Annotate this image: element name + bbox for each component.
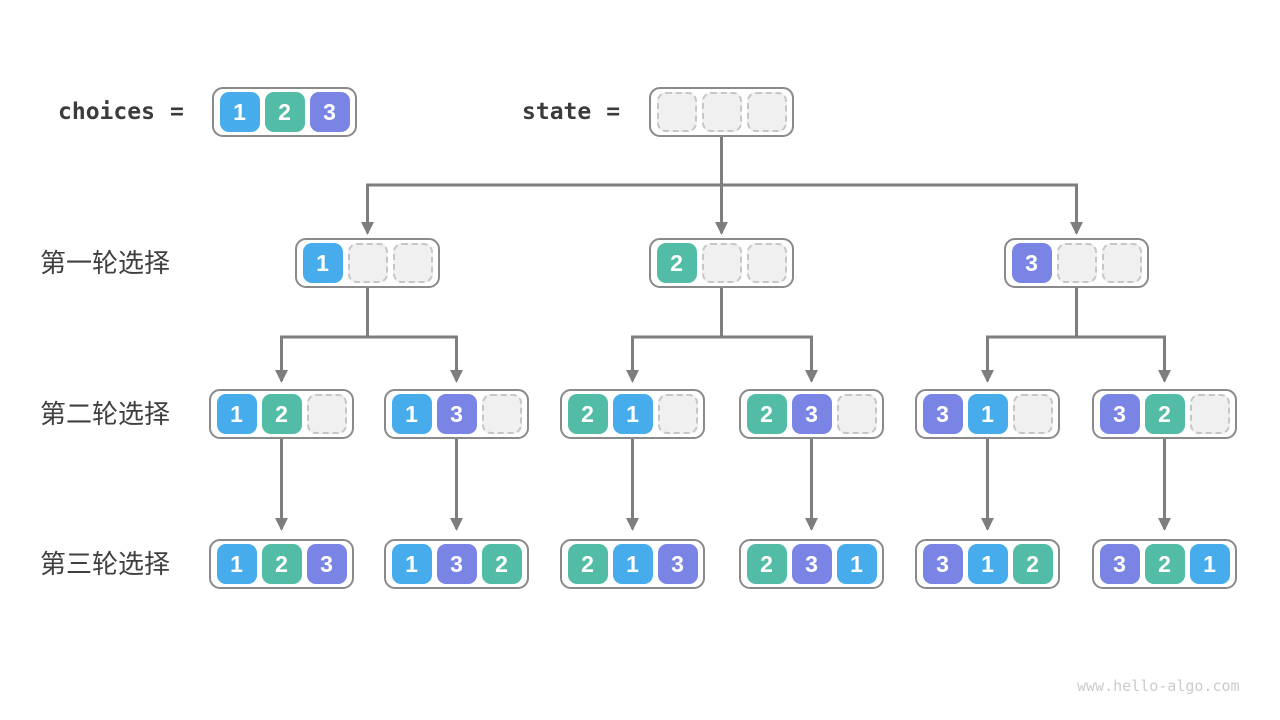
array-cell-2: 2 (261, 544, 302, 584)
array-cell-empty (1056, 243, 1097, 283)
array-cell-empty (392, 243, 433, 283)
array-cell-3: 3 (791, 544, 832, 584)
array-cell-1: 1 (219, 92, 260, 132)
array-cell-1: 1 (967, 544, 1008, 584)
array-cell-2: 2 (656, 243, 697, 283)
array-cell-empty (746, 92, 787, 132)
state-label: state (522, 99, 592, 125)
array-cell-2: 2 (264, 92, 305, 132)
array-cell-1: 1 (612, 394, 653, 434)
row-label-round-1: 第一轮选择 (40, 248, 171, 278)
array-cell-2: 2 (567, 544, 608, 584)
node-l1-3: 3 (1004, 238, 1149, 288)
array-cell-empty (1101, 243, 1142, 283)
array-cell-1: 1 (967, 394, 1008, 434)
array-cell-3: 3 (922, 544, 963, 584)
choices-header: choices = (58, 95, 184, 129)
array-cell-1: 1 (391, 394, 432, 434)
choices-equals: = (169, 99, 184, 125)
array-cell-1: 1 (1189, 544, 1230, 584)
array-cell-3: 3 (922, 394, 963, 434)
array-cell-empty (306, 394, 347, 434)
array-cell-3: 3 (1099, 394, 1140, 434)
array-cell-1: 1 (216, 394, 257, 434)
array-cell-2: 2 (481, 544, 522, 584)
array-cell-2: 2 (1144, 544, 1185, 584)
array-cell-2: 2 (567, 394, 608, 434)
watermark: www.hello-algo.com (1077, 677, 1240, 695)
array-cell-3: 3 (657, 544, 698, 584)
state-array (649, 87, 794, 137)
array-cell-empty (481, 394, 522, 434)
array-cell-3: 3 (306, 544, 347, 584)
array-cell-3: 3 (1011, 243, 1052, 283)
array-cell-3: 3 (791, 394, 832, 434)
array-cell-empty (1012, 394, 1053, 434)
array-cell-empty (701, 243, 742, 283)
array-cell-1: 1 (391, 544, 432, 584)
array-cell-2: 2 (1012, 544, 1053, 584)
array-cell-empty (656, 92, 697, 132)
array-cell-empty (347, 243, 388, 283)
array-cell-1: 1 (836, 544, 877, 584)
array-cell-2: 2 (746, 544, 787, 584)
row-label-round-2: 第二轮选择 (40, 399, 171, 429)
array-cell-3: 3 (309, 92, 350, 132)
array-cell-2: 2 (1144, 394, 1185, 434)
array-cell-1: 1 (612, 544, 653, 584)
array-cell-empty (701, 92, 742, 132)
row-label-round-3: 第三轮选择 (40, 549, 171, 579)
state-header: state = (522, 95, 620, 129)
array-cell-3: 3 (436, 544, 477, 584)
choices-label: choices (58, 99, 155, 125)
array-cell-empty (657, 394, 698, 434)
array-cell-2: 2 (746, 394, 787, 434)
array-cell-1: 1 (302, 243, 343, 283)
array-cell-3: 3 (436, 394, 477, 434)
array-cell-3: 3 (1099, 544, 1140, 584)
array-cell-empty (746, 243, 787, 283)
array-cell-2: 2 (261, 394, 302, 434)
node-l1-1: 1 (295, 238, 440, 288)
array-cell-1: 1 (216, 544, 257, 584)
array-cell-empty (1189, 394, 1230, 434)
state-equals: = (606, 99, 621, 125)
array-cell-empty (836, 394, 877, 434)
node-l1-2: 2 (649, 238, 794, 288)
